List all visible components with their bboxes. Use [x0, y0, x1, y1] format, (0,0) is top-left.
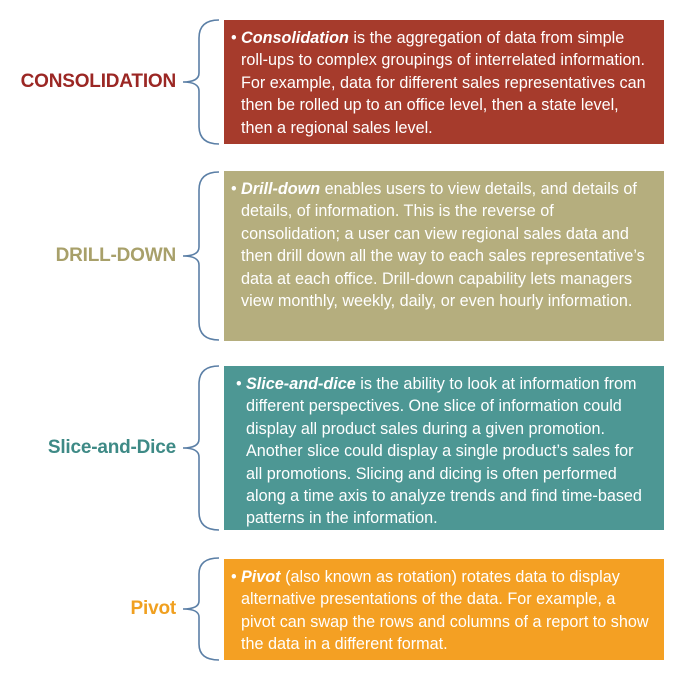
drilldown-brace-icon: [182, 171, 220, 341]
slice-and-dice-label: Slice-and-Dice: [47, 437, 176, 458]
drilldown-description: enables users to view details, and detai…: [241, 180, 645, 311]
drilldown-label: DRILL-DOWN: [55, 245, 177, 266]
bullet-icon: •: [231, 29, 237, 47]
consolidation-label: CONSOLIDATION: [20, 71, 177, 92]
slice-and-dice-description: is the ability to look at information fr…: [246, 375, 642, 528]
drilldown-term: Drill-down: [241, 180, 321, 198]
pivot-box: •Pivot (also known as rotation) rotates …: [224, 559, 664, 660]
pivot-label: Pivot: [130, 598, 177, 619]
drilldown-text: •Drill-down enables users to view detail…: [231, 178, 654, 312]
bullet-icon: •: [231, 180, 237, 198]
drilldown-box: •Drill-down enables users to view detail…: [224, 171, 664, 341]
pivot-brace-icon: [182, 557, 220, 661]
pivot-term: Pivot: [241, 568, 281, 586]
pivot-row: Pivot •Pivot (also known as rotation) ro…: [0, 556, 695, 662]
slice-and-dice-text: •Slice-and-dice is the ability to look a…: [236, 373, 654, 530]
consolidation-text: •Consolidation is the aggregation of dat…: [231, 27, 654, 139]
bullet-icon: •: [236, 375, 242, 393]
pivot-description: (also known as rotation) rotates data to…: [241, 568, 649, 654]
bullet-icon: •: [231, 568, 237, 586]
consolidation-brace-icon: [182, 19, 220, 145]
slice-and-dice-brace-icon: [182, 365, 220, 531]
slice-and-dice-row: Slice-and-Dice •Slice-and-dice is the ab…: [0, 364, 695, 532]
pivot-text: •Pivot (also known as rotation) rotates …: [231, 566, 654, 656]
drilldown-row: DRILL-DOWN •Drill-down enables users to …: [0, 170, 695, 342]
consolidation-term: Consolidation: [241, 29, 349, 47]
consolidation-description: is the aggregation of data from simple r…: [241, 29, 646, 137]
consolidation-box: •Consolidation is the aggregation of dat…: [224, 20, 664, 144]
slice-and-dice-box: •Slice-and-dice is the ability to look a…: [224, 366, 664, 530]
slice-and-dice-term: Slice-and-dice: [246, 375, 356, 393]
consolidation-row: CONSOLIDATION •Consolidation is the aggr…: [0, 18, 695, 146]
